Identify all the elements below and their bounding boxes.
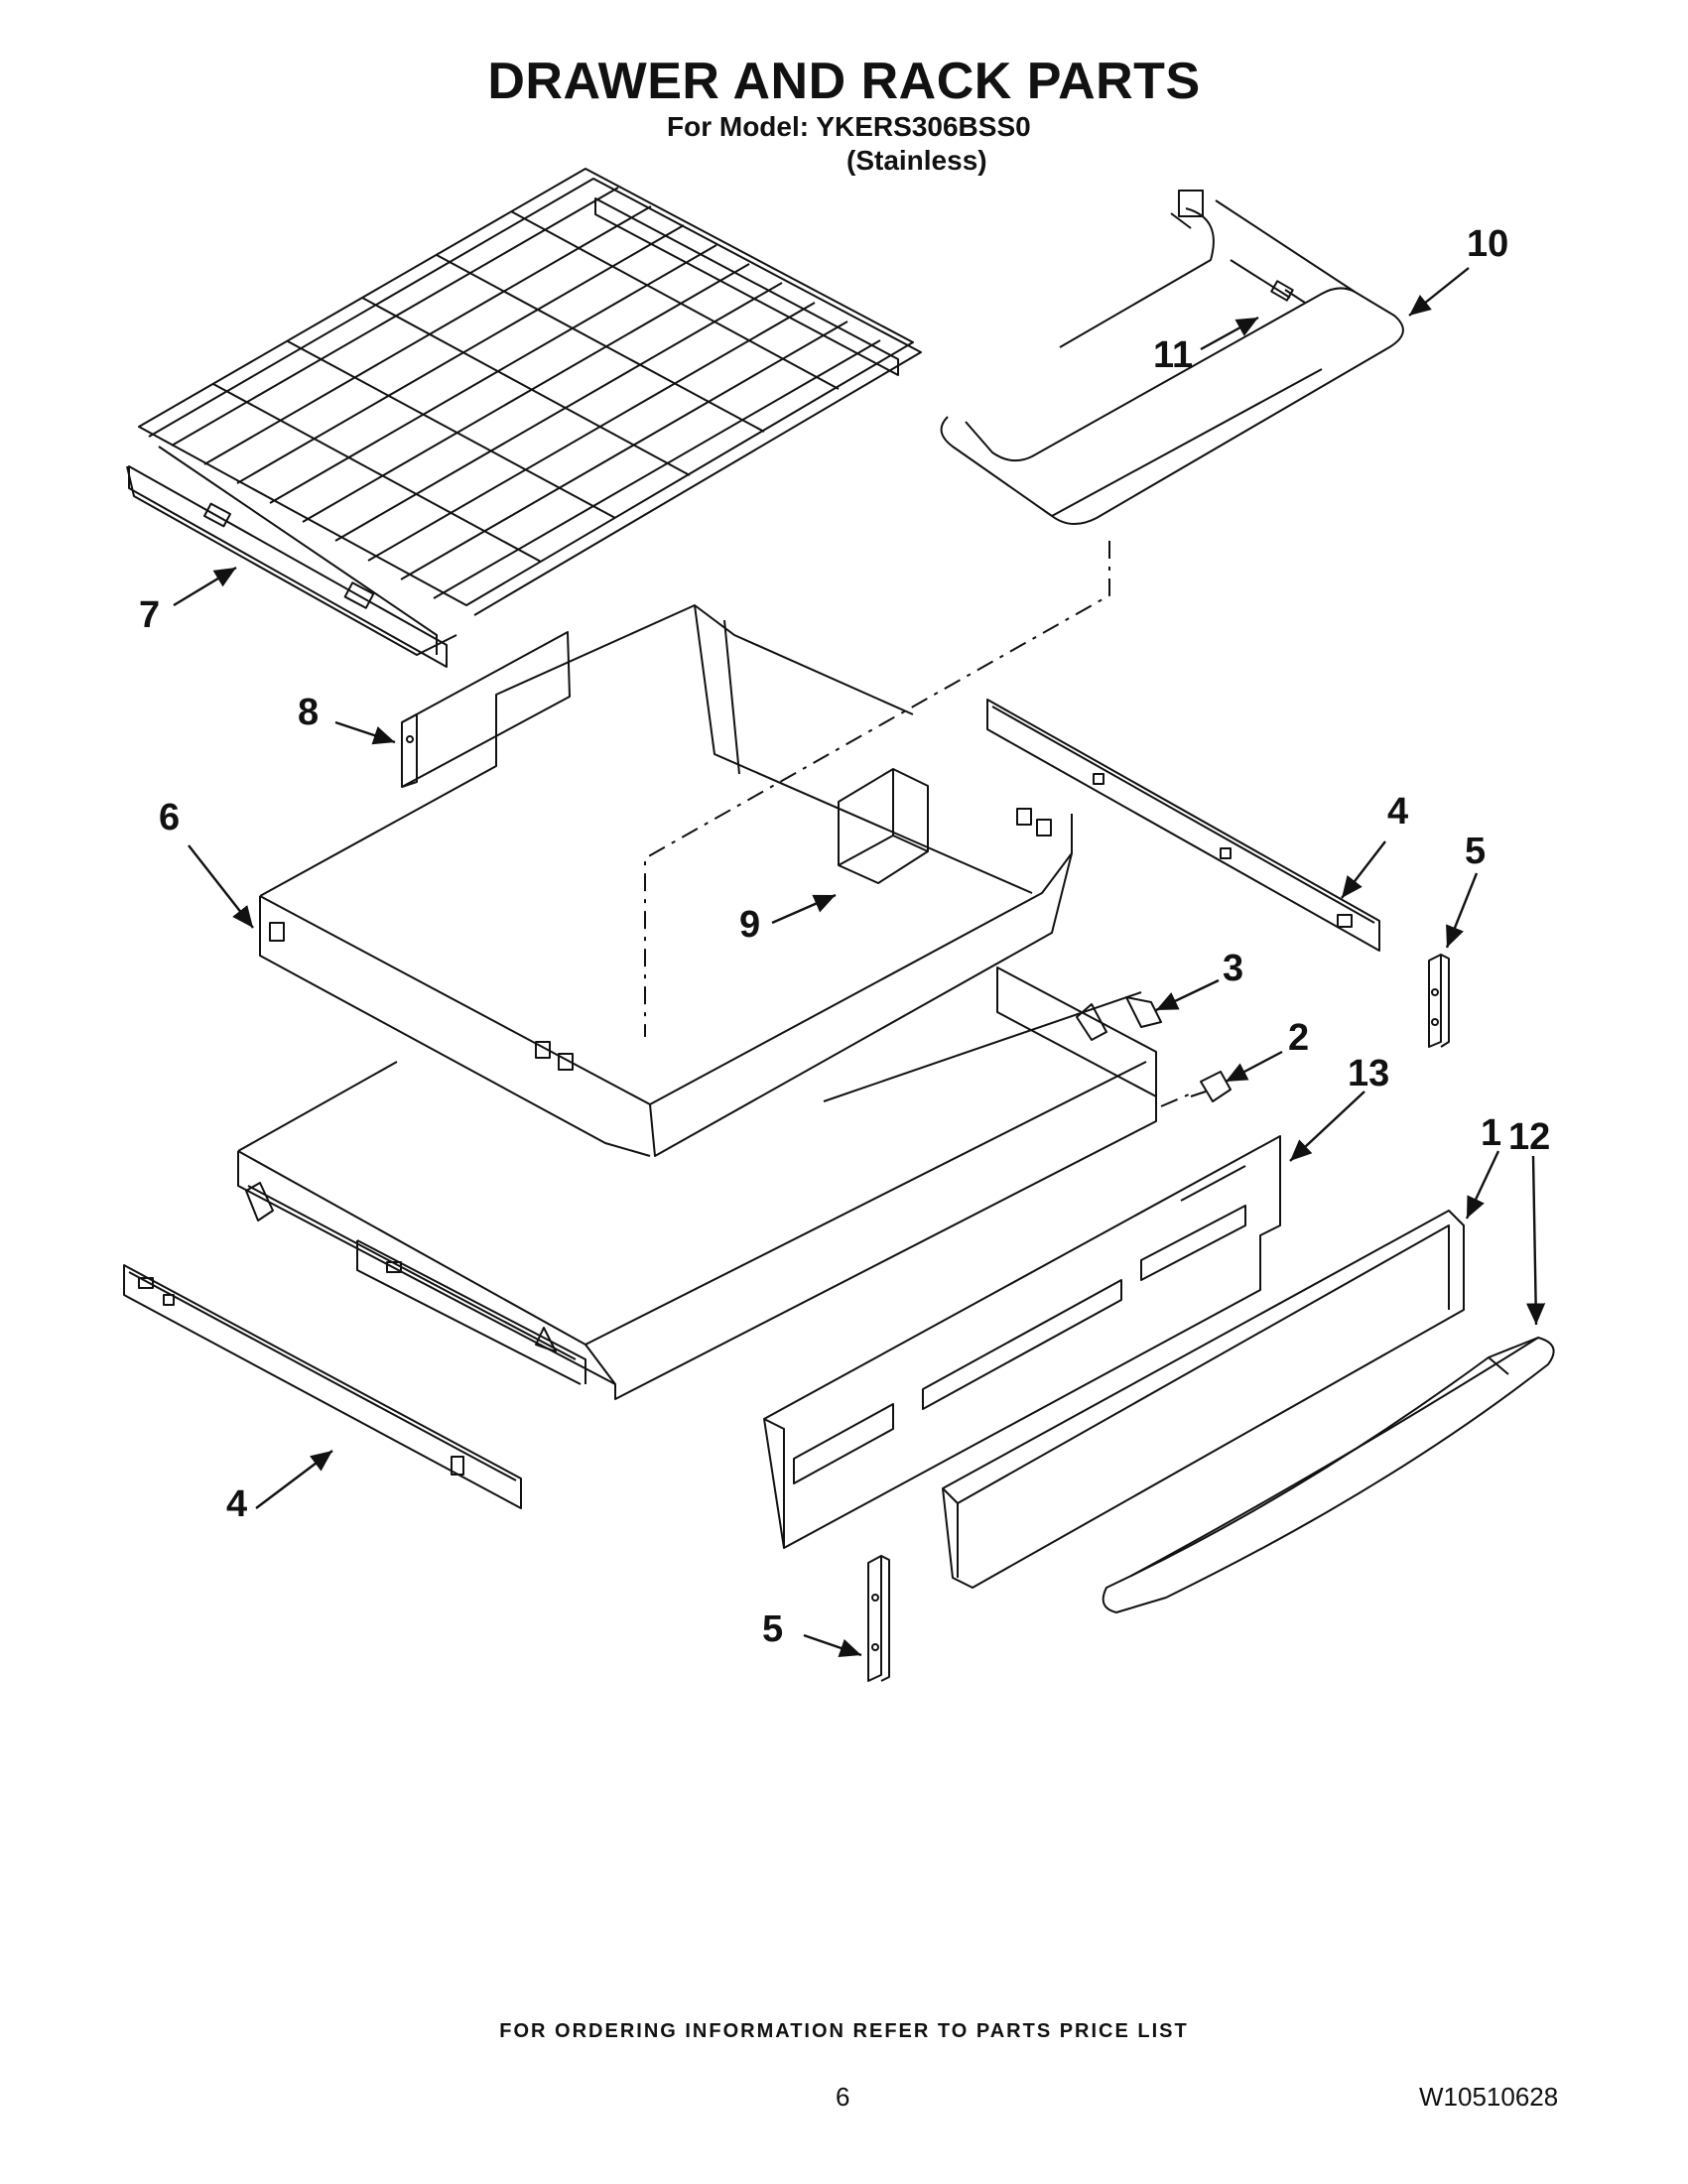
callout-11: 11 <box>1153 334 1193 376</box>
callout-leaders <box>173 267 1546 1658</box>
leader-3 <box>1155 978 1220 1012</box>
callout-12: 12 <box>1508 1116 1550 1158</box>
assembly-guide-lines <box>644 541 1197 1107</box>
model-number: For Model: YKERS306BSS0 <box>667 111 1031 142</box>
drawer-screw <box>1190 1071 1232 1102</box>
callout-5-upper: 5 <box>1465 831 1486 872</box>
leader-5b <box>803 1633 862 1658</box>
page-title: DRAWER AND RACK PARTS <box>487 53 1201 110</box>
inner-front-panel <box>763 1135 1281 1549</box>
callout-2: 2 <box>1288 1017 1309 1059</box>
slide-bracket-upper <box>1428 954 1450 1048</box>
leader-9 <box>771 893 837 925</box>
leader-1 <box>1465 1150 1500 1220</box>
leader-12 <box>1526 1155 1546 1326</box>
drawer-glide <box>996 966 1162 1097</box>
leader-5a <box>1445 872 1479 949</box>
callout-4-lower: 4 <box>226 1483 247 1525</box>
outer-drawer-front <box>942 1210 1465 1589</box>
callout-6: 6 <box>159 797 180 838</box>
drawer-slide-right <box>986 699 1380 952</box>
leader-10 <box>1408 267 1470 317</box>
leader-11 <box>1200 316 1259 351</box>
model-variant: (Stainless) <box>846 145 987 176</box>
oven-rack-assembly <box>126 168 922 668</box>
leader-4a <box>1341 840 1386 899</box>
drawer-slide-left <box>123 1264 522 1509</box>
callout-13: 13 <box>1348 1053 1389 1094</box>
callout-1: 1 <box>1481 1112 1501 1154</box>
slide-bracket-lower <box>867 1555 890 1682</box>
leader-6 <box>188 844 254 929</box>
rack-frame <box>940 190 1404 525</box>
leader-4b <box>255 1450 333 1509</box>
drawer-handle <box>1102 1337 1555 1613</box>
drawer-rear-panel <box>401 631 571 788</box>
leader-8 <box>334 720 396 745</box>
callout-8: 8 <box>298 692 319 733</box>
callout-9: 9 <box>739 904 760 946</box>
drawer-liner <box>259 604 1073 1157</box>
callout-numbers: 1 2 3 4 4 5 5 6 7 8 9 10 11 12 13 <box>139 223 1550 1650</box>
rack-clip <box>1270 280 1294 302</box>
center-bracket <box>838 768 929 884</box>
callout-10: 10 <box>1467 223 1508 265</box>
document-number: W10510628 <box>1419 2082 1559 2112</box>
callout-4-upper: 4 <box>1387 791 1408 833</box>
drawer-body <box>237 991 1157 1400</box>
leader-13 <box>1289 1091 1365 1162</box>
callout-7: 7 <box>139 594 160 636</box>
callout-3: 3 <box>1223 948 1243 989</box>
leader-7 <box>173 566 237 607</box>
callout-5-lower: 5 <box>762 1608 783 1650</box>
page-number: 6 <box>836 2082 850 2112</box>
leader-2 <box>1225 1050 1283 1084</box>
ordering-info: FOR ORDERING INFORMATION REFER TO PARTS … <box>499 2020 1189 2042</box>
